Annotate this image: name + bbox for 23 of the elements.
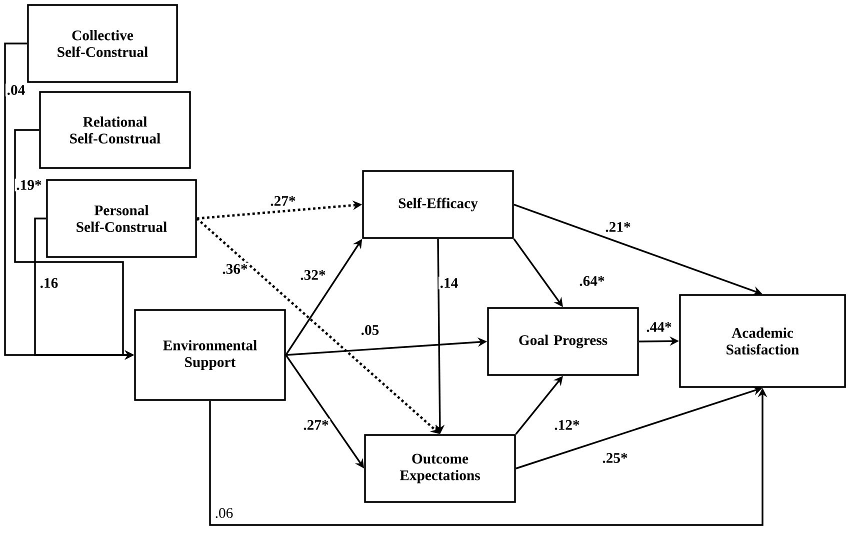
- edge-label: .27*: [268, 194, 298, 208]
- edge-label: .44*: [644, 320, 674, 334]
- edge-label: .21*: [604, 220, 632, 234]
- construct-box: Self-Efficacy: [362, 170, 514, 239]
- edge-label: .36*: [220, 262, 250, 276]
- construct-box: Collective Self-Construal: [27, 4, 178, 83]
- edge-label: .04: [6, 84, 26, 96]
- edge-label: .12*: [552, 418, 582, 432]
- construct-box: Relational Self-Construal: [39, 91, 191, 169]
- edge-label: .19*: [14, 178, 44, 192]
- edge-label: .64*: [578, 274, 606, 288]
- construct-box: Environmental Support: [134, 309, 286, 401]
- construct-box: Academic Satisfaction: [679, 294, 846, 388]
- construct-box: Goal Progress: [487, 307, 639, 376]
- edge-label: .27*: [302, 418, 330, 432]
- construct-box: Outcome Expectations: [364, 434, 516, 503]
- edge-label: .25*: [600, 452, 630, 464]
- edge-label: .05: [360, 324, 380, 336]
- construct-box: Personal Self-Construal: [46, 179, 197, 258]
- edge-label: .14: [438, 276, 460, 290]
- edge-label: .32*: [298, 268, 328, 282]
- edge-label: .06: [214, 506, 234, 520]
- edge-label: .16: [38, 276, 60, 290]
